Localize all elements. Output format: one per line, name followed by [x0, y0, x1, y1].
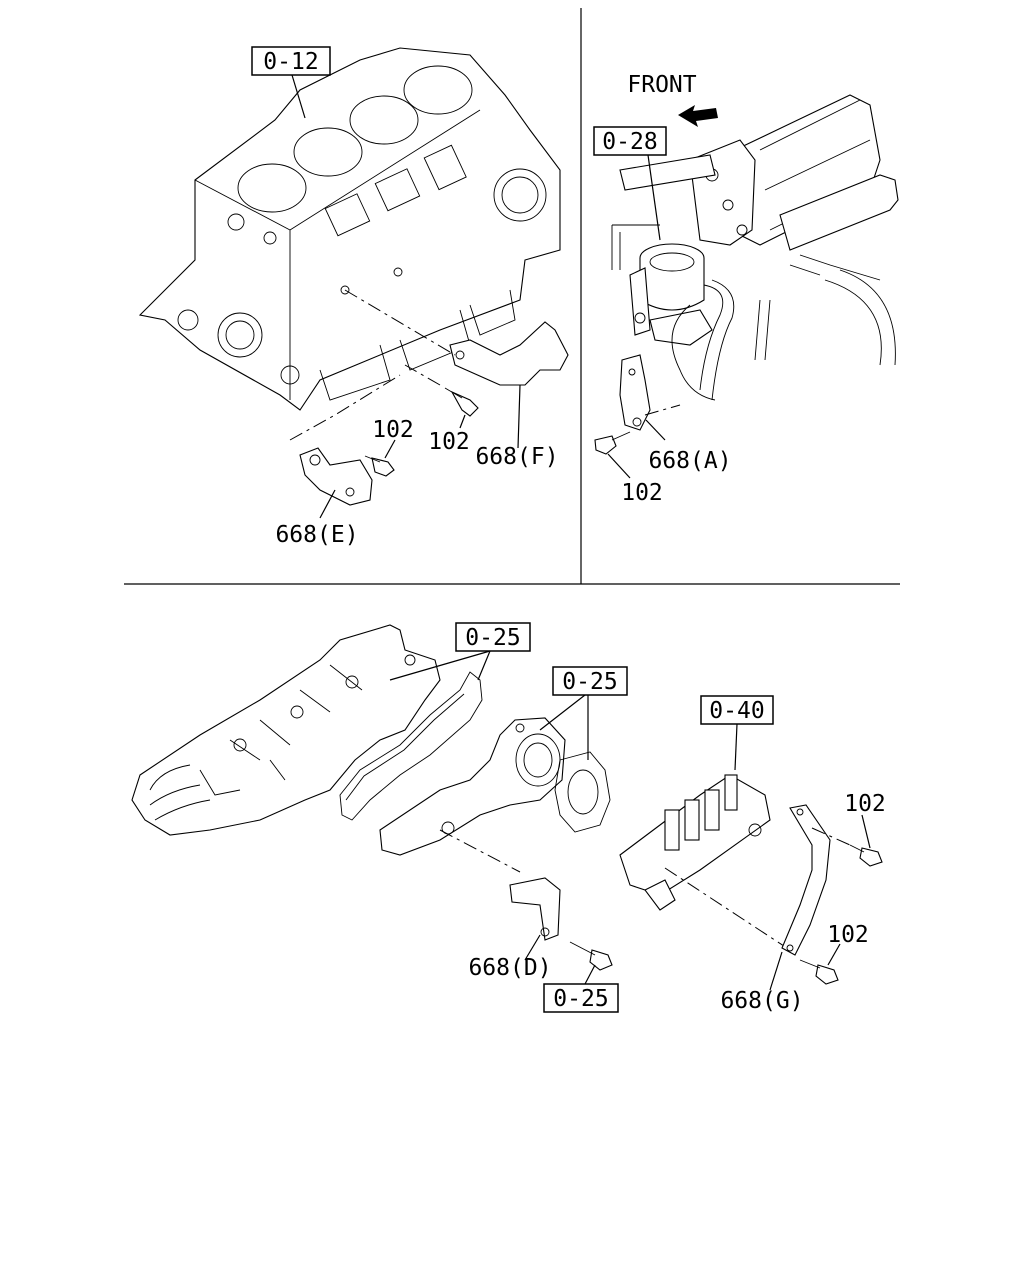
bracket-668-a: [619, 354, 681, 431]
front-direction-label: FRONT: [627, 72, 696, 98]
egr-pipe: [379, 717, 566, 856]
leader-668-g: [769, 951, 783, 991]
svg-text:0-25: 0-25: [562, 669, 617, 695]
leader-102-a: [607, 453, 631, 479]
leader-102-g-lower: [827, 943, 841, 966]
fuel-filter: [629, 243, 735, 401]
bracket-668-f: [344, 289, 569, 386]
svg-text:0-25: 0-25: [465, 625, 520, 651]
common-rail: [619, 774, 791, 951]
ref-box-0-28: 0-28: [593, 126, 667, 241]
egr-gasket: [554, 751, 611, 833]
leader-668-d: [524, 934, 541, 961]
callout-668-a: 668(A): [648, 448, 731, 474]
leader-668-e: [319, 489, 336, 519]
leader-102-e: [384, 439, 396, 459]
bolt-102-a: [594, 431, 631, 455]
intake-assembly: [611, 94, 899, 366]
front-arrow-icon: [678, 105, 718, 127]
callout-668-e: 668(E): [275, 522, 358, 548]
svg-text:0-40: 0-40: [709, 698, 764, 724]
ref-box-0-25-b: 0-25: [539, 666, 628, 760]
leader-102-f: [459, 414, 466, 429]
callout-668-d: 668(D): [468, 955, 551, 981]
bracket-668-e: [289, 374, 401, 506]
ref-box-0-25-a: 0-25: [389, 622, 531, 681]
callout-102-f: 102: [428, 429, 470, 455]
ref-box-0-25-c: 0-25: [543, 964, 619, 1013]
exhaust-manifold: [131, 624, 441, 836]
bolt-102-d: [569, 941, 613, 971]
callout-102-e: 102: [372, 417, 414, 443]
bracket-668-d: [439, 829, 561, 941]
ref-box-0-12: 0-12: [251, 46, 331, 119]
bolt-102-f: [404, 364, 479, 417]
ref-box-0-40: 0-40: [700, 695, 774, 771]
callout-668-g: 668(G): [720, 988, 803, 1014]
svg-text:0-25: 0-25: [553, 986, 608, 1012]
leader-102-g-upper: [861, 814, 871, 849]
svg-text:0-28: 0-28: [602, 129, 657, 155]
callout-102-a: 102: [621, 480, 663, 506]
callout-668-f: 668(F): [475, 444, 558, 470]
callout-102-g-lower: 102: [827, 922, 869, 948]
leader-668-a: [645, 419, 666, 441]
bolt-102-g-lower: [799, 959, 839, 985]
leader-668-f: [517, 384, 521, 449]
bracket-668-g: [781, 804, 831, 956]
svg-text:0-12: 0-12: [263, 49, 318, 75]
manifold-gasket: [339, 671, 483, 821]
bolt-102-e: [364, 455, 395, 477]
callout-102-g-upper: 102: [844, 791, 886, 817]
engine-block: [138, 47, 561, 411]
bolt-102-g-upper: [811, 827, 883, 867]
